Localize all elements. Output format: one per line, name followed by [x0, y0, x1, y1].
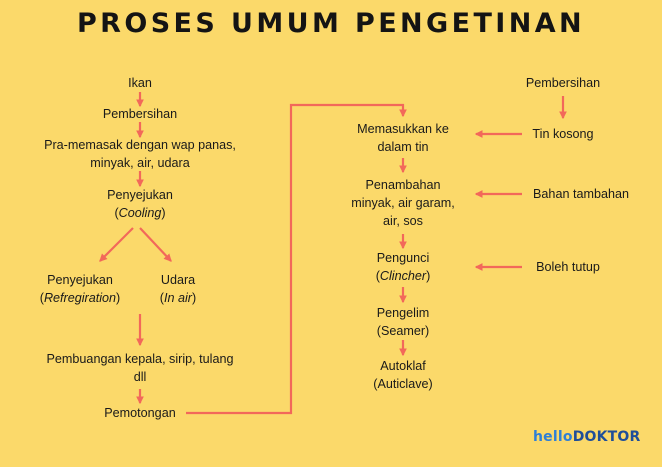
arrow-cooling-inair: [139, 227, 172, 262]
node-bahan-tambahan: Bahan tambahan: [533, 187, 629, 201]
node-boleh-tutup: Boleh tutup: [536, 260, 600, 274]
node-penyejukan-refrigeration: Penyejukan (Refregiration): [39, 273, 121, 305]
node-penyejukan-cooling: Penyejukan (Cooling): [107, 188, 173, 220]
hellodoktor-logo: helloDOKTOR: [533, 429, 641, 445]
node-penambahan: Penambahan minyak, air garam, air, sos: [351, 178, 455, 228]
arrow-pemotongan-memasukkan: [186, 103, 407, 415]
node-tin-kosong: Tin kosong: [532, 127, 594, 141]
page-title: PROSES UMUM PENGETINAN: [76, 8, 586, 39]
node-udara-in-air: Udara (In air): [159, 273, 197, 305]
node-pembersihan-right: Pembersihan: [525, 76, 601, 90]
node-pengunci: Pengunci (Clincher): [375, 251, 431, 283]
arrow-cooling-refrigeration: [99, 227, 134, 262]
node-pra-memasak: Pra-memasak dengan wap panas, minyak, ai…: [44, 138, 236, 170]
node-ikan: Ikan: [128, 76, 152, 90]
node-memasukkan: Memasukkan ke dalam tin: [357, 122, 449, 154]
node-pembersihan-left: Pembersihan: [102, 107, 178, 121]
node-pemotongan: Pemotongan: [104, 406, 176, 420]
node-pembuangan: Pembuangan kepala, sirip, tulang dll: [46, 352, 234, 384]
node-pengelim: Pengelim (Seamer): [376, 306, 430, 338]
node-autoklaf: Autoklaf (Auticlave): [373, 359, 433, 391]
